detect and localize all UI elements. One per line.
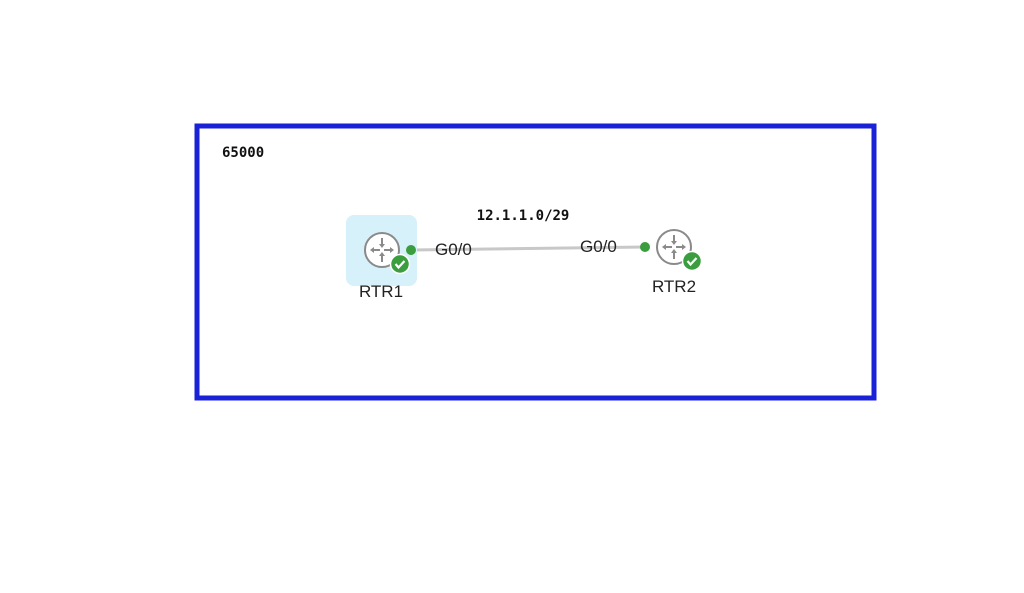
subnet-label: 12.1.1.0/29 [477,208,570,224]
status-ok-icon [681,250,703,272]
rtr1-interface-label: G0/0 [435,240,472,259]
device-label: RTR2 [652,277,696,296]
status-ok-icon [389,253,411,275]
rtr2-port-icon[interactable] [640,242,650,252]
rtr1-port-icon[interactable] [406,245,416,255]
as-boundary[interactable] [194,123,877,401]
as-label: 65000 [222,145,264,161]
device-rtr2[interactable]: RTR2 [652,229,703,296]
rtr2-interface-label: G0/0 [580,237,617,256]
device-rtr1[interactable]: RTR1 [346,215,417,301]
link-line[interactable] [410,245,646,252]
device-label: RTR1 [359,282,403,301]
